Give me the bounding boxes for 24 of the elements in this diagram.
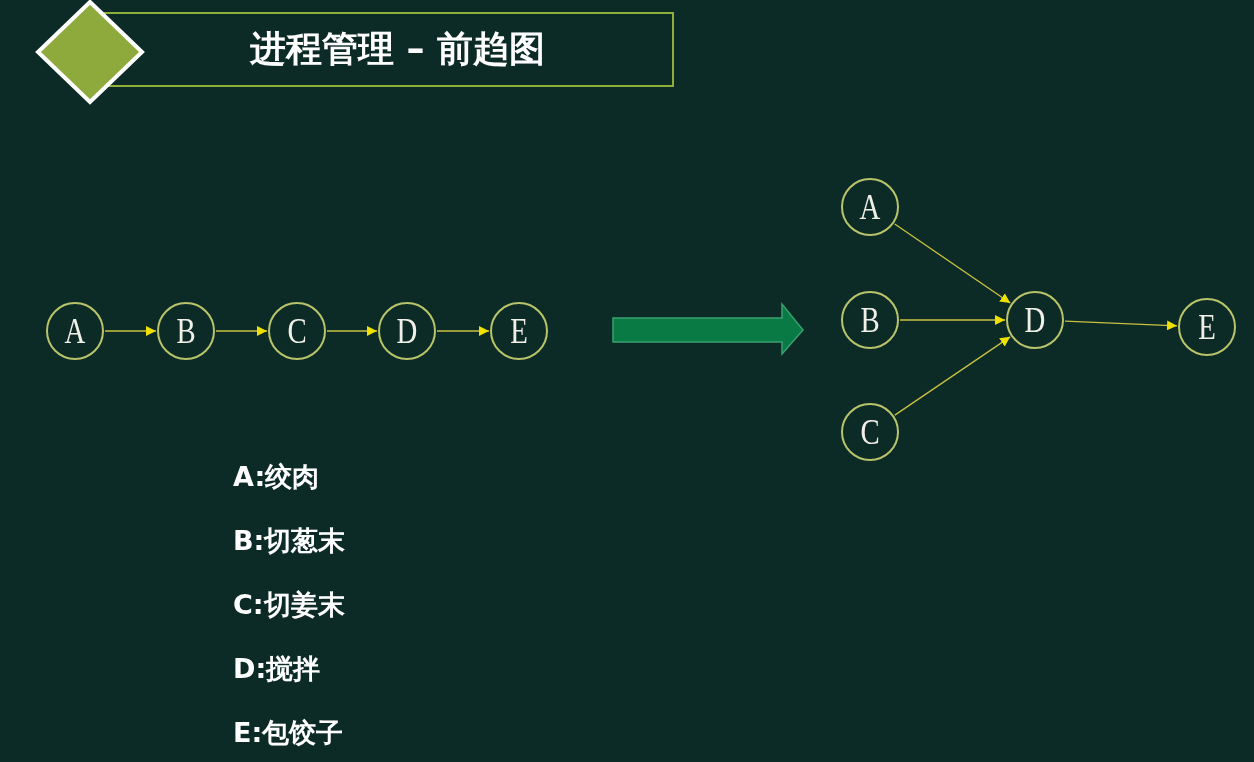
step-label: D:搅拌 xyxy=(233,652,321,686)
process-circle: E xyxy=(1178,298,1236,356)
process-circle: C xyxy=(841,403,899,461)
process-circle: C xyxy=(268,302,326,360)
process-circle: A xyxy=(46,302,104,360)
arrow xyxy=(326,326,378,336)
process-circle: D xyxy=(1006,291,1064,349)
step-label: C:切姜末 xyxy=(233,588,345,622)
arrow xyxy=(894,223,1011,304)
step-label: E:包饺子 xyxy=(233,716,344,750)
process-circle: D xyxy=(378,302,436,360)
step-label: B:切葱末 xyxy=(233,524,346,558)
arrow xyxy=(899,315,1006,325)
arrow xyxy=(104,326,157,336)
arrow xyxy=(1064,320,1178,331)
process-circle: B xyxy=(841,291,899,349)
step-label: A:绞肉 xyxy=(233,460,320,494)
title: 进程管理 – 前趋图 xyxy=(250,27,546,71)
arrow xyxy=(436,326,490,336)
process-circle: E xyxy=(490,302,548,360)
process-circle: A xyxy=(841,178,899,236)
arrow xyxy=(215,326,268,336)
arrow xyxy=(894,336,1011,416)
process-circle: B xyxy=(157,302,215,360)
